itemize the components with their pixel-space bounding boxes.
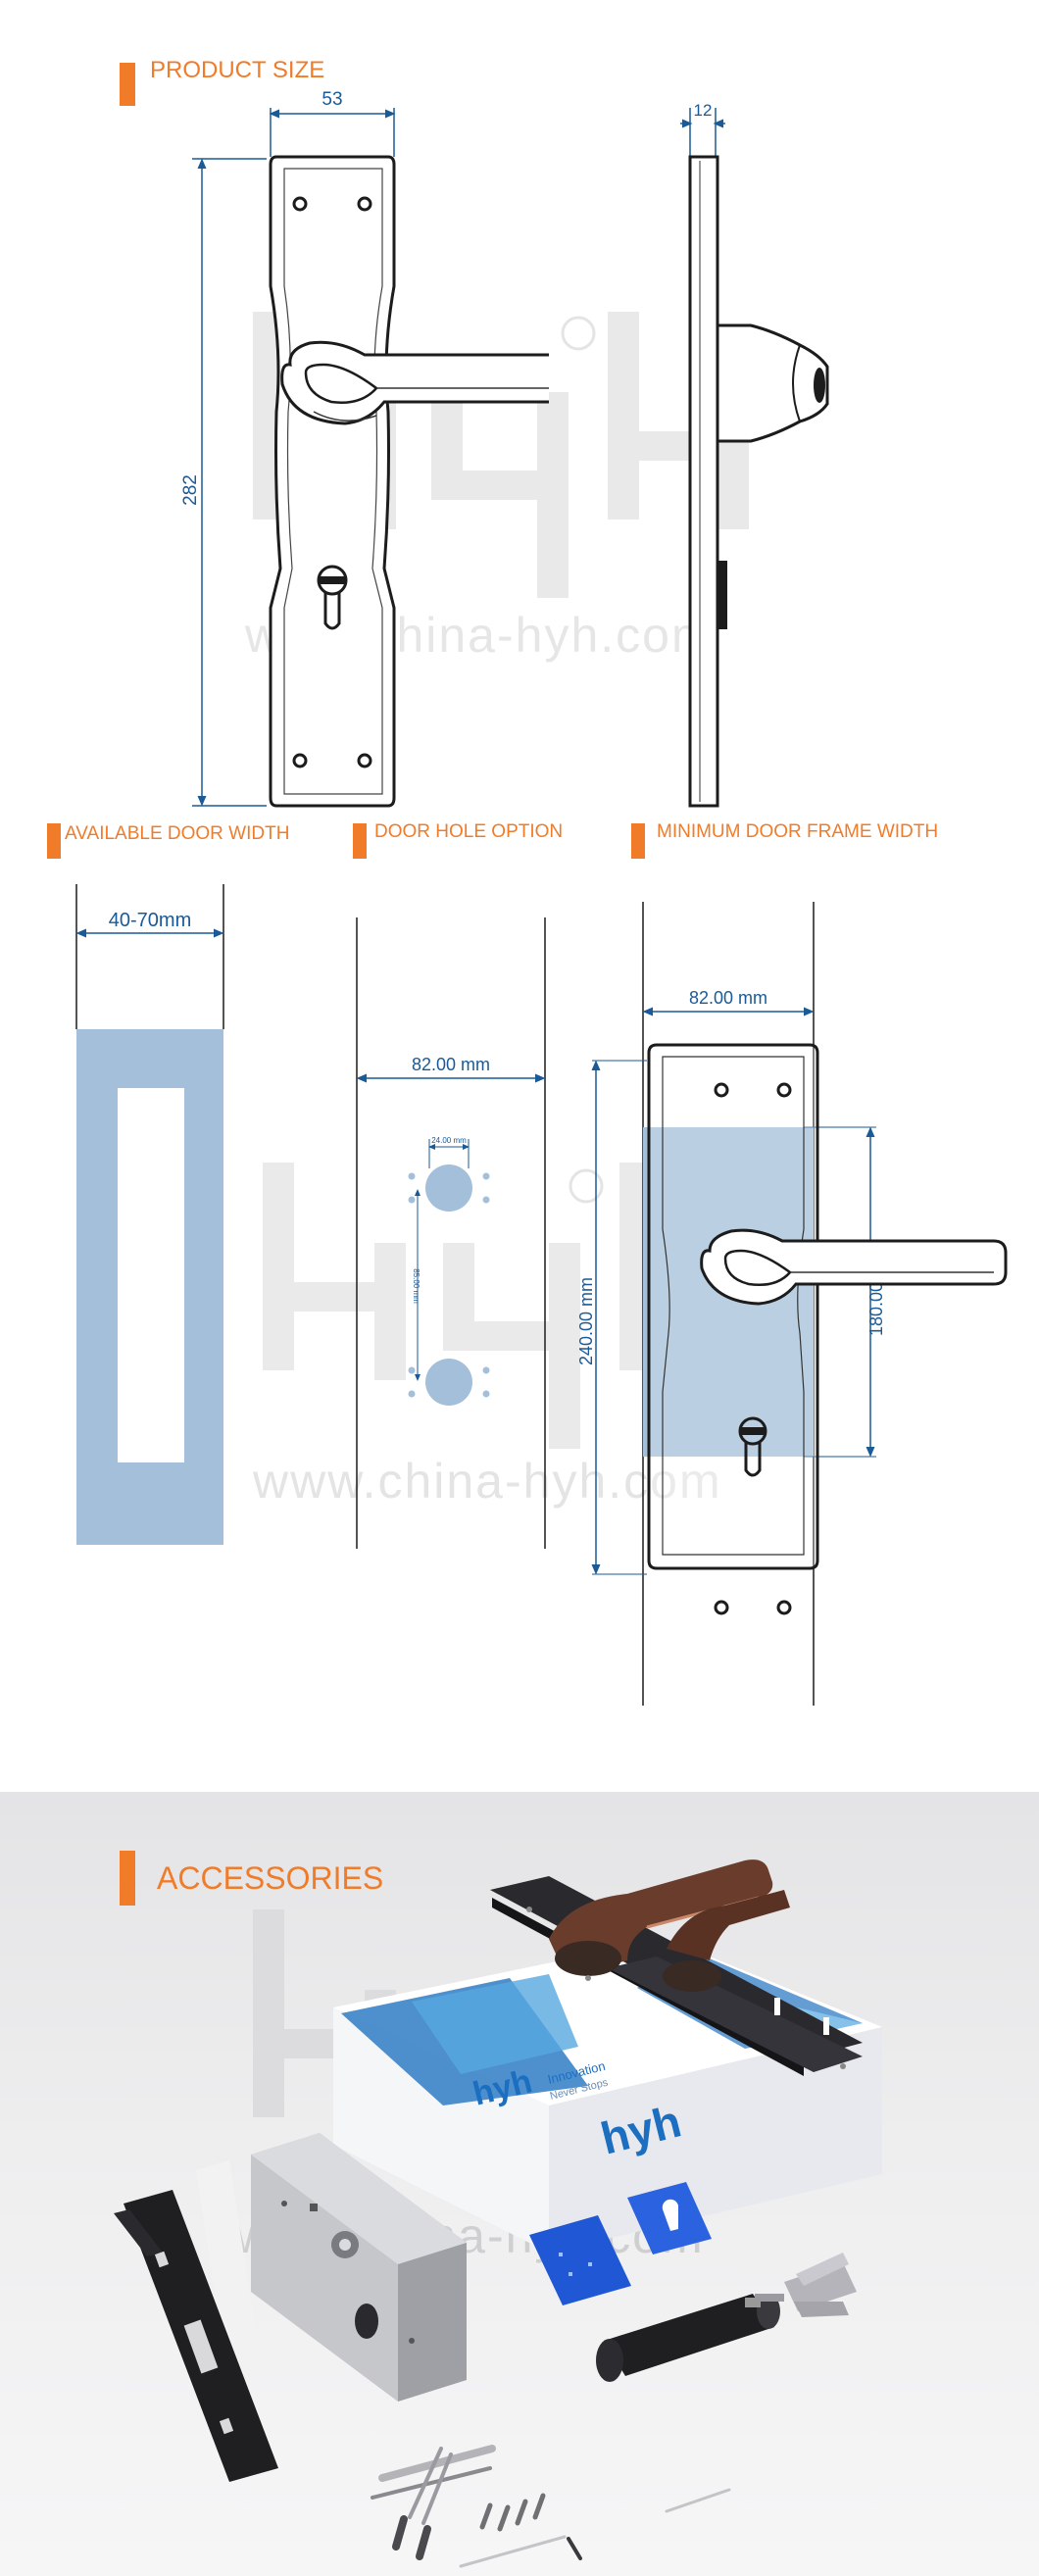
door-frame-diagram: 82.00 mm 240.00 mm 180.00 mm [578,902,1008,1706]
door-hole-option-title: DOOR HOLE OPTION [374,821,564,842]
accessories-title: ACCESSORIES [157,1860,384,1896]
frame-plate-height-label: 240.00 mm [578,1277,596,1365]
lock-body [196,2133,467,2402]
product-side-view: 12 [680,101,829,808]
door-hole-diagram: 82.00 mm 24.00 mm 85.00 mm [356,917,546,1549]
cylinder-with-key [596,2253,857,2382]
accessories-section: www.china-hyh.com ACCESSORIES hyh Innova… [0,1792,1039,2576]
watermark-url: www.china-hyh.com [252,1454,722,1509]
section-marker [120,63,135,106]
available-door-width-title: AVAILABLE DOOR WIDTH [65,823,290,844]
door-hole-distance-label: 85.00 mm [412,1268,421,1304]
product-thickness-label: 12 [694,101,713,120]
door-width-range-label: 40-70mm [109,910,191,931]
section-marker [120,1851,135,1906]
product-width-label: 53 [322,89,342,110]
door-hole-spacing-label: 82.00 mm [412,1055,490,1074]
accessories-illustration: hyh Innovation Never Stops hyh [114,1859,882,2568]
handle-set [490,1859,863,2076]
product-size-title: PRODUCT SIZE [150,57,325,83]
minimum-door-frame-width-title: MINIMUM DOOR FRAME WIDTH [657,821,939,842]
door-width-diagram: 40-70mm [75,884,224,1545]
product-front-view: 53 282 [180,89,549,808]
watermark-middle: www.china-hyh.com [252,1163,761,1509]
drilling-templates [529,2182,712,2305]
strike-plate [114,2190,278,2482]
door-hole-diameter-label: 24.00 mm [431,1136,467,1145]
section-marker [353,823,367,859]
section-marker [631,823,645,859]
screws-and-spindles [371,2445,731,2568]
frame-width-label: 82.00 mm [689,988,767,1008]
product-height-label: 282 [180,474,201,506]
section-marker [47,823,61,859]
